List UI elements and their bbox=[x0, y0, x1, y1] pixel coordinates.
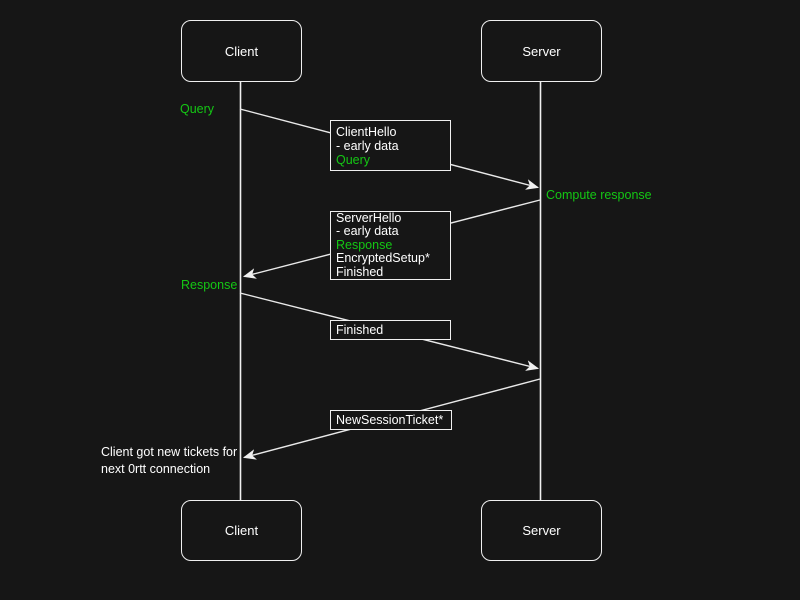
actor-label: Server bbox=[522, 523, 561, 538]
note-new-tickets: Client got new tickets for next 0rtt con… bbox=[101, 444, 251, 478]
actor-server-bottom: Server bbox=[481, 500, 602, 561]
actor-client-top: Client bbox=[181, 20, 302, 82]
message-line: Finished bbox=[336, 323, 384, 337]
actor-label: Server bbox=[522, 43, 561, 59]
label-query: Query bbox=[180, 102, 215, 116]
actor-client-bottom: Client bbox=[181, 500, 302, 561]
message-line: ClientHello bbox=[336, 124, 397, 139]
message-line: Finished bbox=[336, 264, 384, 279]
message-newsessionticket: NewSessionTicket* bbox=[330, 410, 452, 430]
label-compute-response: Compute response bbox=[546, 188, 652, 202]
note-line: Client got new tickets for bbox=[101, 445, 238, 459]
message-clienthello: ClientHello - early data Query bbox=[330, 120, 451, 171]
message-finished: Finished bbox=[330, 320, 451, 340]
label-response: Response bbox=[181, 278, 238, 292]
actor-label: Client bbox=[224, 43, 259, 59]
actor-server-top: Server bbox=[481, 20, 602, 82]
note-line: next 0rtt connection bbox=[101, 462, 211, 476]
message-serverhello: ServerHello - early data Response Encryp… bbox=[330, 211, 451, 280]
actor-label: Client bbox=[224, 523, 259, 538]
message-line: Response bbox=[336, 237, 393, 252]
message-line: NewSessionTicket* bbox=[336, 413, 444, 427]
message-line: EncryptedSetup* bbox=[336, 251, 430, 266]
message-line: - early data bbox=[336, 224, 399, 239]
message-line: ServerHello bbox=[336, 210, 402, 225]
message-line: - early data bbox=[336, 138, 399, 153]
message-line: Query bbox=[336, 152, 371, 167]
